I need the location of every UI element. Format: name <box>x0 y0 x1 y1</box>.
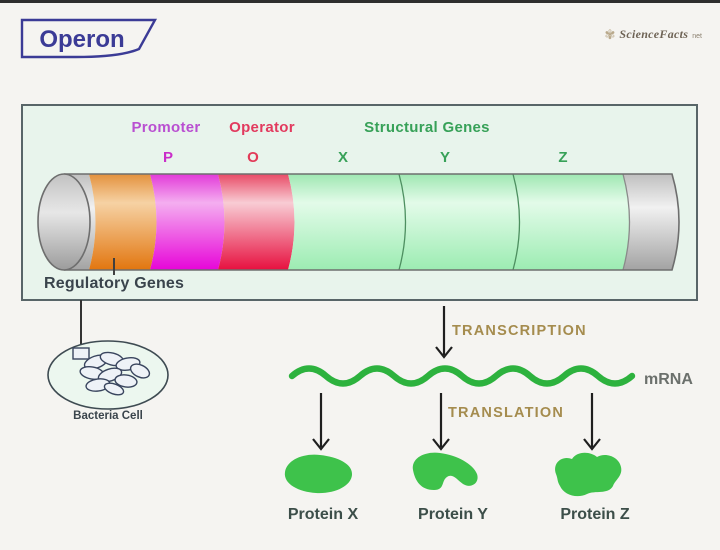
letter-o: O <box>247 149 259 166</box>
dna-anchor-box <box>72 347 90 360</box>
cell-membrane <box>47 340 169 410</box>
dna-tangle <box>72 347 151 396</box>
translation-label: TRANSLATION <box>448 405 565 421</box>
flower-icon: ✾ <box>604 27 616 42</box>
logo-suffix: net <box>692 33 702 40</box>
letter-x: X <box>337 149 348 166</box>
protein-x-shape <box>284 454 353 494</box>
promoter-label: Promoter <box>131 119 201 136</box>
logo-text: ScienceFacts <box>619 27 689 41</box>
protein-y-label: Protein Y <box>418 506 488 523</box>
transcription-arrow <box>435 306 453 359</box>
mrna-label: mRNA <box>644 371 693 388</box>
page-title: Operon <box>39 26 124 53</box>
translation-arrows <box>312 393 601 451</box>
letter-y: Y <box>439 149 450 166</box>
bacteria-cell <box>47 340 169 410</box>
protein-blobs <box>284 452 622 497</box>
bacteria-cell-label: Bacteria Cell <box>73 410 143 422</box>
operator-label: Operator <box>229 119 295 136</box>
letter-z: Z <box>558 149 568 166</box>
mrna-strand <box>288 365 636 387</box>
regulatory-genes-label: Regulatory Genes <box>44 275 185 292</box>
protein-z-label: Protein Z <box>560 506 630 523</box>
structural-genes-label: Structural Genes <box>364 119 490 136</box>
transcription-label: TRANSCRIPTION <box>452 323 587 339</box>
letter-p: P <box>162 149 173 166</box>
watermark-logo: ✾ ScienceFacts net <box>604 27 702 42</box>
title-outline <box>20 18 158 59</box>
protein-x-label: Protein X <box>287 506 359 523</box>
protein-z-shape <box>555 452 622 497</box>
protein-y-shape <box>412 452 478 490</box>
title-badge: Operon <box>20 18 158 59</box>
